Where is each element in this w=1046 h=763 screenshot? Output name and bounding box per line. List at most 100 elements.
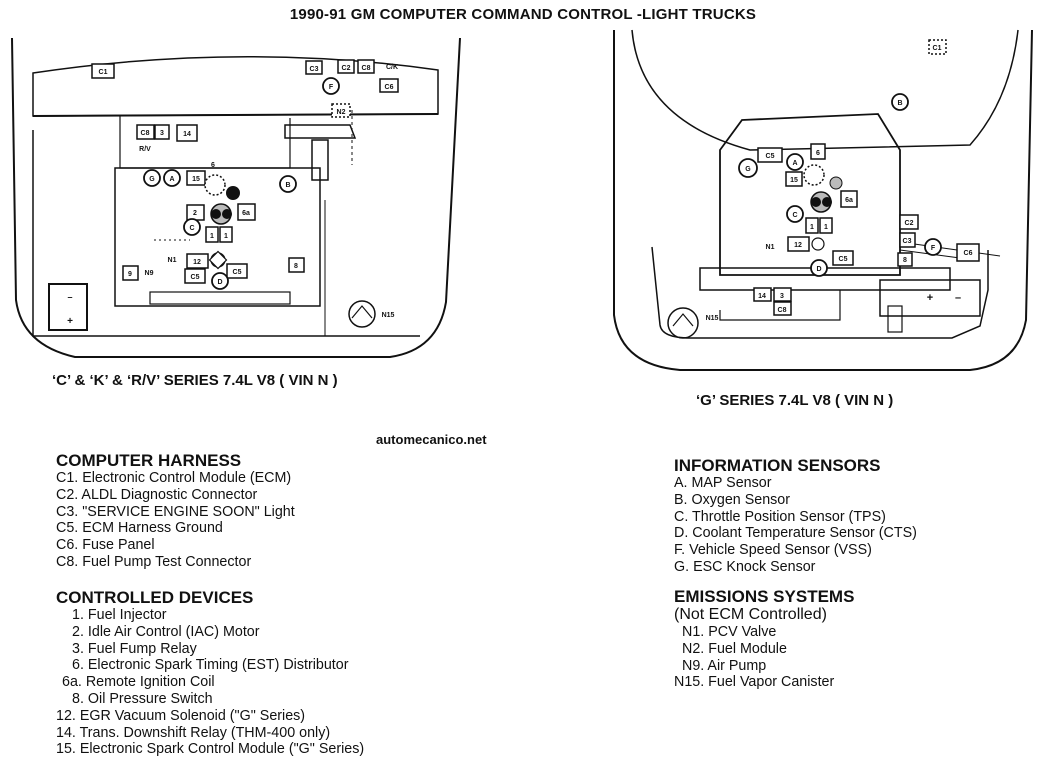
right-battery-minus: – bbox=[955, 292, 961, 304]
left-label-c5b: C5 bbox=[191, 274, 200, 281]
legend-item: 14. Trans. Downshift Relay (THM-400 only… bbox=[56, 724, 331, 741]
legend-item: N15. Fuel Vapor Canister bbox=[674, 674, 835, 691]
legend-item: N9. Air Pump bbox=[682, 657, 767, 674]
legend-item: 8. Oil Pressure Switch bbox=[72, 690, 213, 707]
right-label-c5b: C5 bbox=[839, 256, 848, 263]
legend-item: G. ESC Knock Sensor bbox=[674, 558, 816, 575]
legend-item: 6. Electronic Spark Timing (EST) Distrib… bbox=[72, 657, 349, 674]
legend-item: 3. Fuel Fump Relay bbox=[72, 640, 197, 657]
left-label-8: 8 bbox=[294, 263, 298, 270]
right-label-n15: N15 bbox=[706, 315, 719, 322]
right-lower-frame bbox=[651, 246, 989, 339]
left-air-cleaner bbox=[284, 124, 357, 139]
computer-harness-heading: COMPUTER HARNESS bbox=[56, 451, 242, 470]
left-label-c3: C3 bbox=[310, 66, 319, 73]
left-label-9: 9 bbox=[128, 271, 132, 278]
left-label-6a: 6a bbox=[242, 210, 250, 217]
left-coil bbox=[226, 186, 240, 200]
left-label-3: 3 bbox=[160, 130, 164, 137]
left-battery bbox=[48, 283, 88, 331]
legend-item: 2. Idle Air Control (IAC) Motor bbox=[72, 623, 260, 640]
left-label-n2: N2 bbox=[337, 109, 346, 116]
legend-item: B. Oxygen Sensor bbox=[674, 491, 791, 508]
left-label-2: 2 bbox=[193, 210, 197, 217]
left-label-c6: C6 bbox=[385, 84, 394, 91]
legend-item: F. Vehicle Speed Sensor (VSS) bbox=[674, 542, 872, 559]
legend-item: A. MAP Sensor bbox=[674, 475, 772, 491]
left-battery-plus: + bbox=[67, 316, 73, 327]
information-sensors-heading: INFORMATION SENSORS bbox=[674, 456, 881, 475]
right-label-12: 12 bbox=[794, 242, 802, 249]
right-canister bbox=[667, 307, 699, 339]
left-label-12: 12 bbox=[193, 259, 201, 266]
right-label-1b: 1 bbox=[824, 224, 828, 231]
left-label-c1: C1 bbox=[99, 69, 108, 76]
right-engine-diagram: C1 B C5 G A 6 15 6a C 1 1 12 N1 C2 C3 F … bbox=[613, 29, 1033, 371]
left-engine-block bbox=[114, 167, 321, 307]
left-label-n15: N15 bbox=[382, 312, 395, 319]
left-label-c: C bbox=[189, 225, 194, 232]
right-label-d: D bbox=[816, 266, 821, 273]
right-label-1a: 1 bbox=[810, 224, 814, 231]
legend-item: C2. ALDL Diagnostic Connector bbox=[56, 486, 258, 503]
legend-item: D. Coolant Temperature Sensor (CTS) bbox=[674, 525, 917, 542]
left-diagram-caption: ‘C’ & ‘K’ & ‘R/V’ SERIES 7.4L V8 ( VIN N… bbox=[52, 372, 338, 389]
right-label-c8: C8 bbox=[778, 307, 787, 314]
left-label-b: B bbox=[285, 182, 290, 189]
legend-item: C8. Fuel Pump Test Connector bbox=[56, 553, 252, 570]
right-label-8: 8 bbox=[903, 257, 907, 264]
left-label-15: 15 bbox=[192, 176, 200, 183]
right-label-15: 15 bbox=[790, 177, 798, 184]
right-label-c5: C5 bbox=[766, 153, 775, 160]
right-label-14: 14 bbox=[758, 293, 766, 300]
left-label-ck: C/K bbox=[386, 64, 398, 71]
right-hood-cutout bbox=[631, 29, 1019, 151]
right-label-f: F bbox=[931, 245, 936, 252]
right-label-c1: C1 bbox=[933, 45, 942, 52]
right-label-b: B bbox=[897, 100, 902, 107]
left-label-n1: N1 bbox=[168, 257, 177, 264]
right-battery-plus: + bbox=[927, 292, 933, 304]
legend-item: C3. "SERVICE ENGINE SOON" Light bbox=[56, 503, 295, 520]
left-battery-minus: – bbox=[67, 292, 72, 302]
right-label-n1: N1 bbox=[766, 244, 775, 251]
right-label-a: A bbox=[792, 160, 797, 167]
left-label-c5a: C5 bbox=[233, 269, 242, 276]
right-label-6: 6 bbox=[816, 150, 820, 157]
left-label-c2: C2 bbox=[342, 65, 351, 72]
left-label-d: D bbox=[217, 279, 222, 286]
right-engine-cover bbox=[719, 113, 901, 276]
legend-item: N2. Fuel Module bbox=[682, 640, 787, 657]
legend-item: N1. PCV Valve bbox=[682, 624, 777, 640]
legend-emissions-systems: EMISSIONS SYSTEMS (Not ECM Controlled) N… bbox=[674, 587, 854, 691]
emissions-systems-subheading: (Not ECM Controlled) bbox=[674, 606, 827, 623]
left-label-g: G bbox=[149, 176, 155, 183]
legend-item: C5. ECM Harness Ground bbox=[56, 520, 223, 537]
controlled-devices-heading: CONTROLLED DEVICES bbox=[56, 588, 254, 607]
computer-harness-list: C1. Electronic Control Module (ECM)C2. A… bbox=[56, 470, 295, 571]
left-firewall bbox=[119, 116, 291, 169]
left-label-n9: N9 bbox=[145, 270, 154, 277]
left-label-rv: R/V bbox=[139, 146, 151, 153]
right-body-outline bbox=[613, 29, 1033, 371]
right-battery bbox=[879, 279, 981, 317]
right-label-3: 3 bbox=[780, 293, 784, 300]
right-label-c3: C3 bbox=[903, 238, 912, 245]
left-body-outline bbox=[11, 37, 461, 358]
website-label: automecanico.net bbox=[376, 432, 487, 447]
left-label-f: F bbox=[329, 84, 334, 91]
legend-item: 15. Electronic Spark Control Module ("G"… bbox=[56, 741, 365, 758]
legend-item: C6. Fuse Panel bbox=[56, 537, 155, 554]
page-title: 1990-91 GM COMPUTER COMMAND CONTROL -LIG… bbox=[289, 6, 757, 23]
right-label-g: G bbox=[745, 166, 751, 173]
right-label-c2: C2 bbox=[905, 220, 914, 227]
legend-item: 6a. Remote Ignition Coil bbox=[62, 674, 215, 691]
left-canister bbox=[348, 300, 376, 328]
left-label-1b: 1 bbox=[224, 233, 228, 240]
left-label-c8-top: C8 bbox=[362, 65, 371, 72]
left-distributor-cap bbox=[204, 174, 226, 196]
